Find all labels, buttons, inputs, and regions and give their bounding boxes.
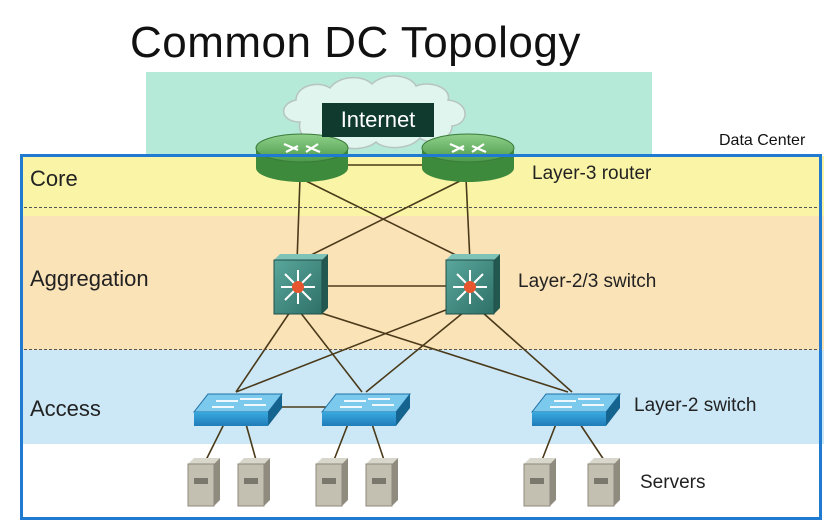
link-access1-server2 [245,423,257,461]
aggregation-switch-2-icon [445,254,500,315]
servers-label: Servers [640,472,706,493]
access-switch-1-icon [192,393,284,426]
server-icon [365,458,398,507]
link-router1-agg2 [299,177,471,263]
servers-group [187,458,620,507]
tier-label-access: Access [30,396,101,421]
tier-label-core: Core [30,166,78,191]
data-center-label: Data Center [719,132,806,149]
link-agg1-access3 [317,311,569,393]
server-icon [587,458,620,507]
link-access3-server5 [541,423,557,461]
server-icon [315,458,348,507]
link-access2-server3 [333,423,349,461]
router-label: Layer-3 router [532,163,652,184]
page-title: Common DC Topology [130,18,581,67]
link-agg2-access2 [365,311,465,393]
aggregation-access-divider [24,349,822,350]
tier-label-aggregation: Aggregation [30,266,149,291]
internet-label: Internet [322,103,434,137]
router-1-icon [255,133,349,182]
link-agg1-access2 [299,311,363,393]
aggregation-switch-1-icon [273,254,328,315]
server-icon [523,458,556,507]
access-tier-band [22,350,824,444]
server-icon [237,458,270,507]
access-switch-2-icon [320,393,412,426]
core-aggregation-divider [24,207,822,208]
link-agg1-access1 [235,311,291,393]
link-access3-server6 [579,423,605,461]
server-icon [187,458,220,507]
l23-switch-label: Layer-2/3 switch [518,271,657,292]
link-router2-agg1 [296,177,467,263]
l2-switch-label: Layer-2 switch [634,395,757,416]
link-access2-server4 [371,423,385,461]
router-2-icon [421,133,515,182]
link-access1-server1 [205,423,225,461]
link-agg2-access3 [481,311,573,393]
link-router2-agg2 [465,177,471,263]
access-switch-3-icon [530,393,622,426]
topology-links [205,164,605,461]
link-router1-agg1 [296,177,301,263]
link-agg2-access1 [235,305,457,393]
